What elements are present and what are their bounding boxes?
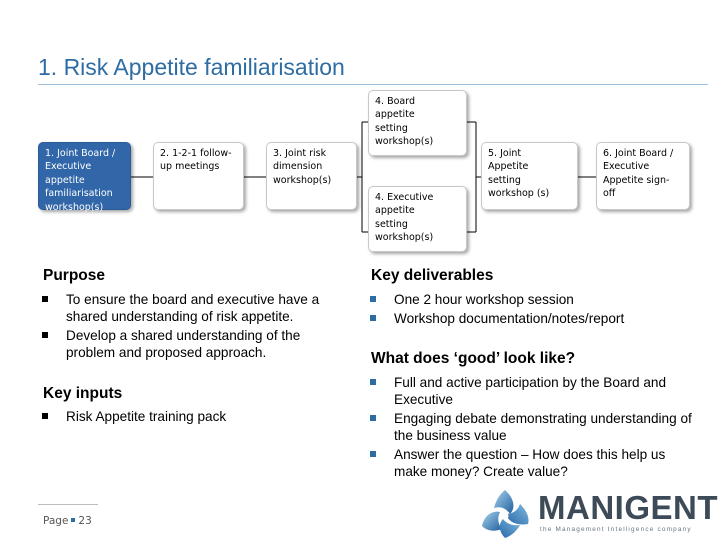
process-step-1: 1. Joint Board / Executive appetite fami… (38, 142, 131, 213)
square-bullet-icon (370, 296, 376, 302)
good-heading: What does ‘good’ look like? (371, 350, 576, 367)
process-step-label: 6. Joint Board / Executive Appetite sign… (603, 148, 674, 200)
list-item: To ensure the board and executive have a… (38, 291, 342, 325)
square-bullet-icon (370, 451, 376, 457)
square-bullet-icon (370, 415, 376, 421)
dot-separator-icon (71, 518, 76, 522)
list-item: Develop a shared understanding of the pr… (38, 327, 342, 361)
square-bullet-icon (42, 413, 48, 419)
process-step-3: 3. Joint risk dimension workshop(s) (266, 142, 357, 210)
process-step-label: 4. Executive appetite setting workshop(s… (375, 192, 434, 244)
good-list: Full and active participation by the Boa… (366, 374, 696, 482)
list-item: One 2 hour workshop session (366, 291, 696, 308)
square-bullet-icon (42, 296, 48, 302)
process-step-5: 5. Joint Appetite setting workshop (s) (481, 142, 578, 210)
list-item: Workshop documentation/notes/report (366, 310, 696, 327)
list-item: Answer the question – How does this help… (366, 446, 696, 480)
process-step-label: 4. Board appetite setting workshop(s) (375, 96, 434, 148)
square-bullet-icon (370, 315, 376, 321)
process-step-label: 5. Joint Appetite setting workshop (s) (488, 148, 550, 200)
manigent-emblem-icon (482, 490, 529, 538)
manigent-logo: MANIGENT the Management Intelligence com… (476, 486, 718, 542)
list-item: Risk Appetite training pack (38, 408, 342, 425)
process-step-4-board: 4. Board appetite setting workshop(s) (368, 90, 467, 156)
footer-rule (38, 504, 98, 505)
title-underline (38, 84, 708, 85)
key-deliverables-list: One 2 hour workshop session Workshop doc… (366, 291, 696, 329)
logo-tagline: the Management Intelligence company (540, 526, 692, 533)
purpose-heading: Purpose (43, 267, 106, 284)
process-step-label: 1. Joint Board / Executive appetite fami… (45, 148, 116, 213)
key-deliverables-heading: Key deliverables (371, 267, 494, 284)
logo-wordmark: MANIGENT (538, 489, 718, 526)
process-step-label: 2. 1-2-1 follow- up meetings (160, 148, 232, 173)
purpose-list: To ensure the board and executive have a… (38, 291, 342, 363)
list-item: Engaging debate demonstrating understand… (366, 410, 696, 444)
process-step-4-executive: 4. Executive appetite setting workshop(s… (368, 186, 467, 252)
slide-title: 1. Risk Appetite familiarisation (38, 54, 345, 80)
square-bullet-icon (370, 379, 376, 385)
process-step-6: 6. Joint Board / Executive Appetite sign… (596, 142, 690, 210)
square-bullet-icon (42, 332, 48, 338)
process-step-2: 2. 1-2-1 follow- up meetings (153, 142, 244, 210)
key-inputs-list: Risk Appetite training pack (38, 408, 342, 427)
process-step-label: 3. Joint risk dimension workshop(s) (273, 148, 332, 186)
key-inputs-heading: Key inputs (43, 385, 123, 402)
list-item: Full and active participation by the Boa… (366, 374, 696, 408)
